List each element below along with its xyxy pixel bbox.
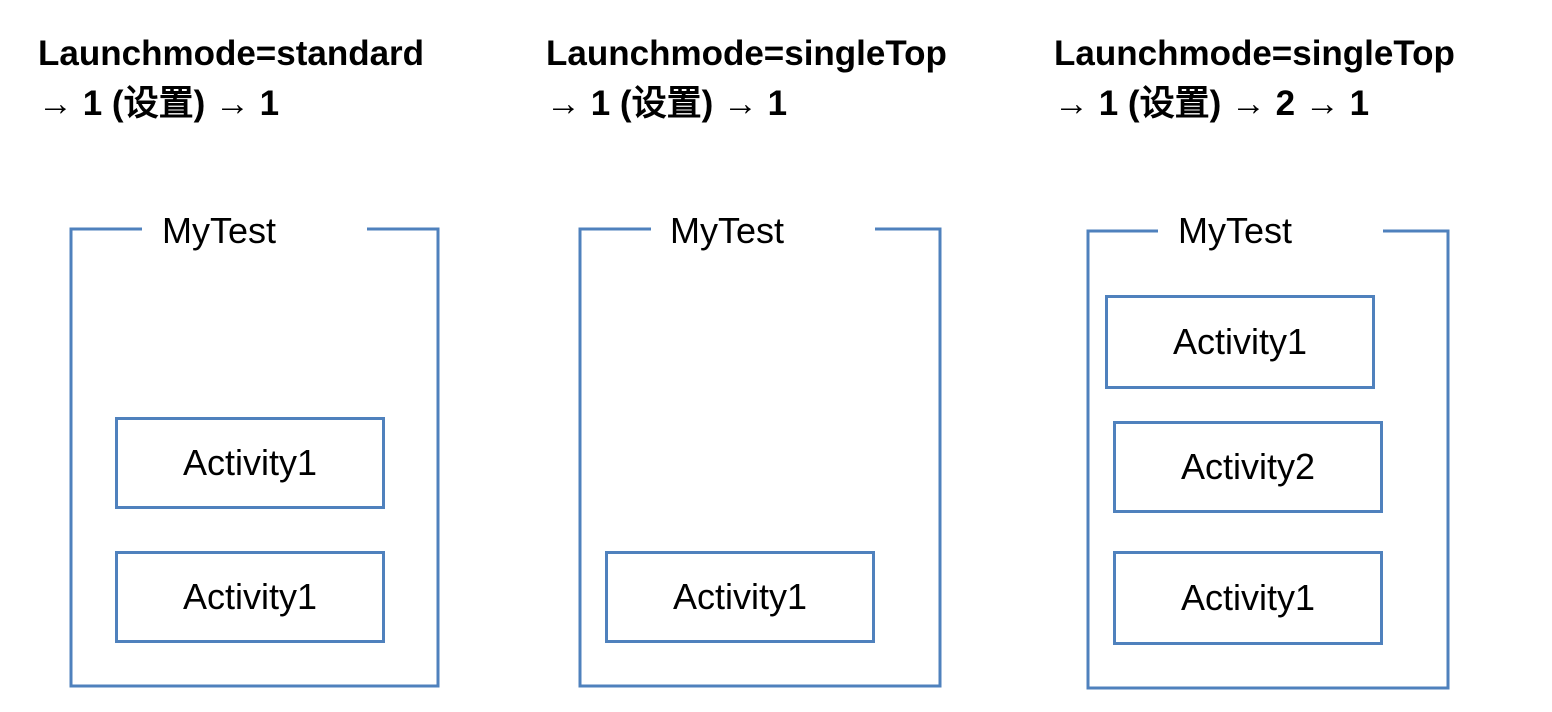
- activity-box: Activity2: [1113, 421, 1383, 513]
- scenario-sequence: → 1 (设置) → 2 → 1: [1054, 84, 1370, 123]
- scenario-singletop-b: Launchmode=singleTop → 1 (设置) → 2 → 1 My…: [1054, 0, 1552, 712]
- activity-box: Activity1: [605, 551, 875, 643]
- scenario-title: Launchmode=singleTop: [546, 34, 947, 73]
- activity-box: Activity1: [1113, 551, 1383, 645]
- scenario-singletop-a: Launchmode=singleTop → 1 (设置) → 1 MyTest…: [546, 0, 1046, 712]
- activity-box: Activity1: [115, 417, 385, 509]
- activity-box: Activity1: [1105, 295, 1375, 389]
- scenario-sequence: → 1 (设置) → 1: [38, 84, 280, 123]
- task-stack-frame: [578, 227, 942, 688]
- task-stack-label: MyTest: [162, 210, 277, 251]
- activity-box: Activity1: [115, 551, 385, 643]
- scenario-sequence: → 1 (设置) → 1: [546, 84, 788, 123]
- scenario-standard: Launchmode=standard → 1 (设置) → 1 MyTest …: [38, 0, 538, 712]
- task-stack-label: MyTest: [1178, 210, 1293, 251]
- scenario-title: Launchmode=standard: [38, 34, 425, 73]
- scenario-title: Launchmode=singleTop: [1054, 34, 1455, 73]
- task-stack-frame: [69, 227, 440, 688]
- task-stack-frame: [1086, 229, 1450, 690]
- task-stack-label: MyTest: [670, 210, 785, 251]
